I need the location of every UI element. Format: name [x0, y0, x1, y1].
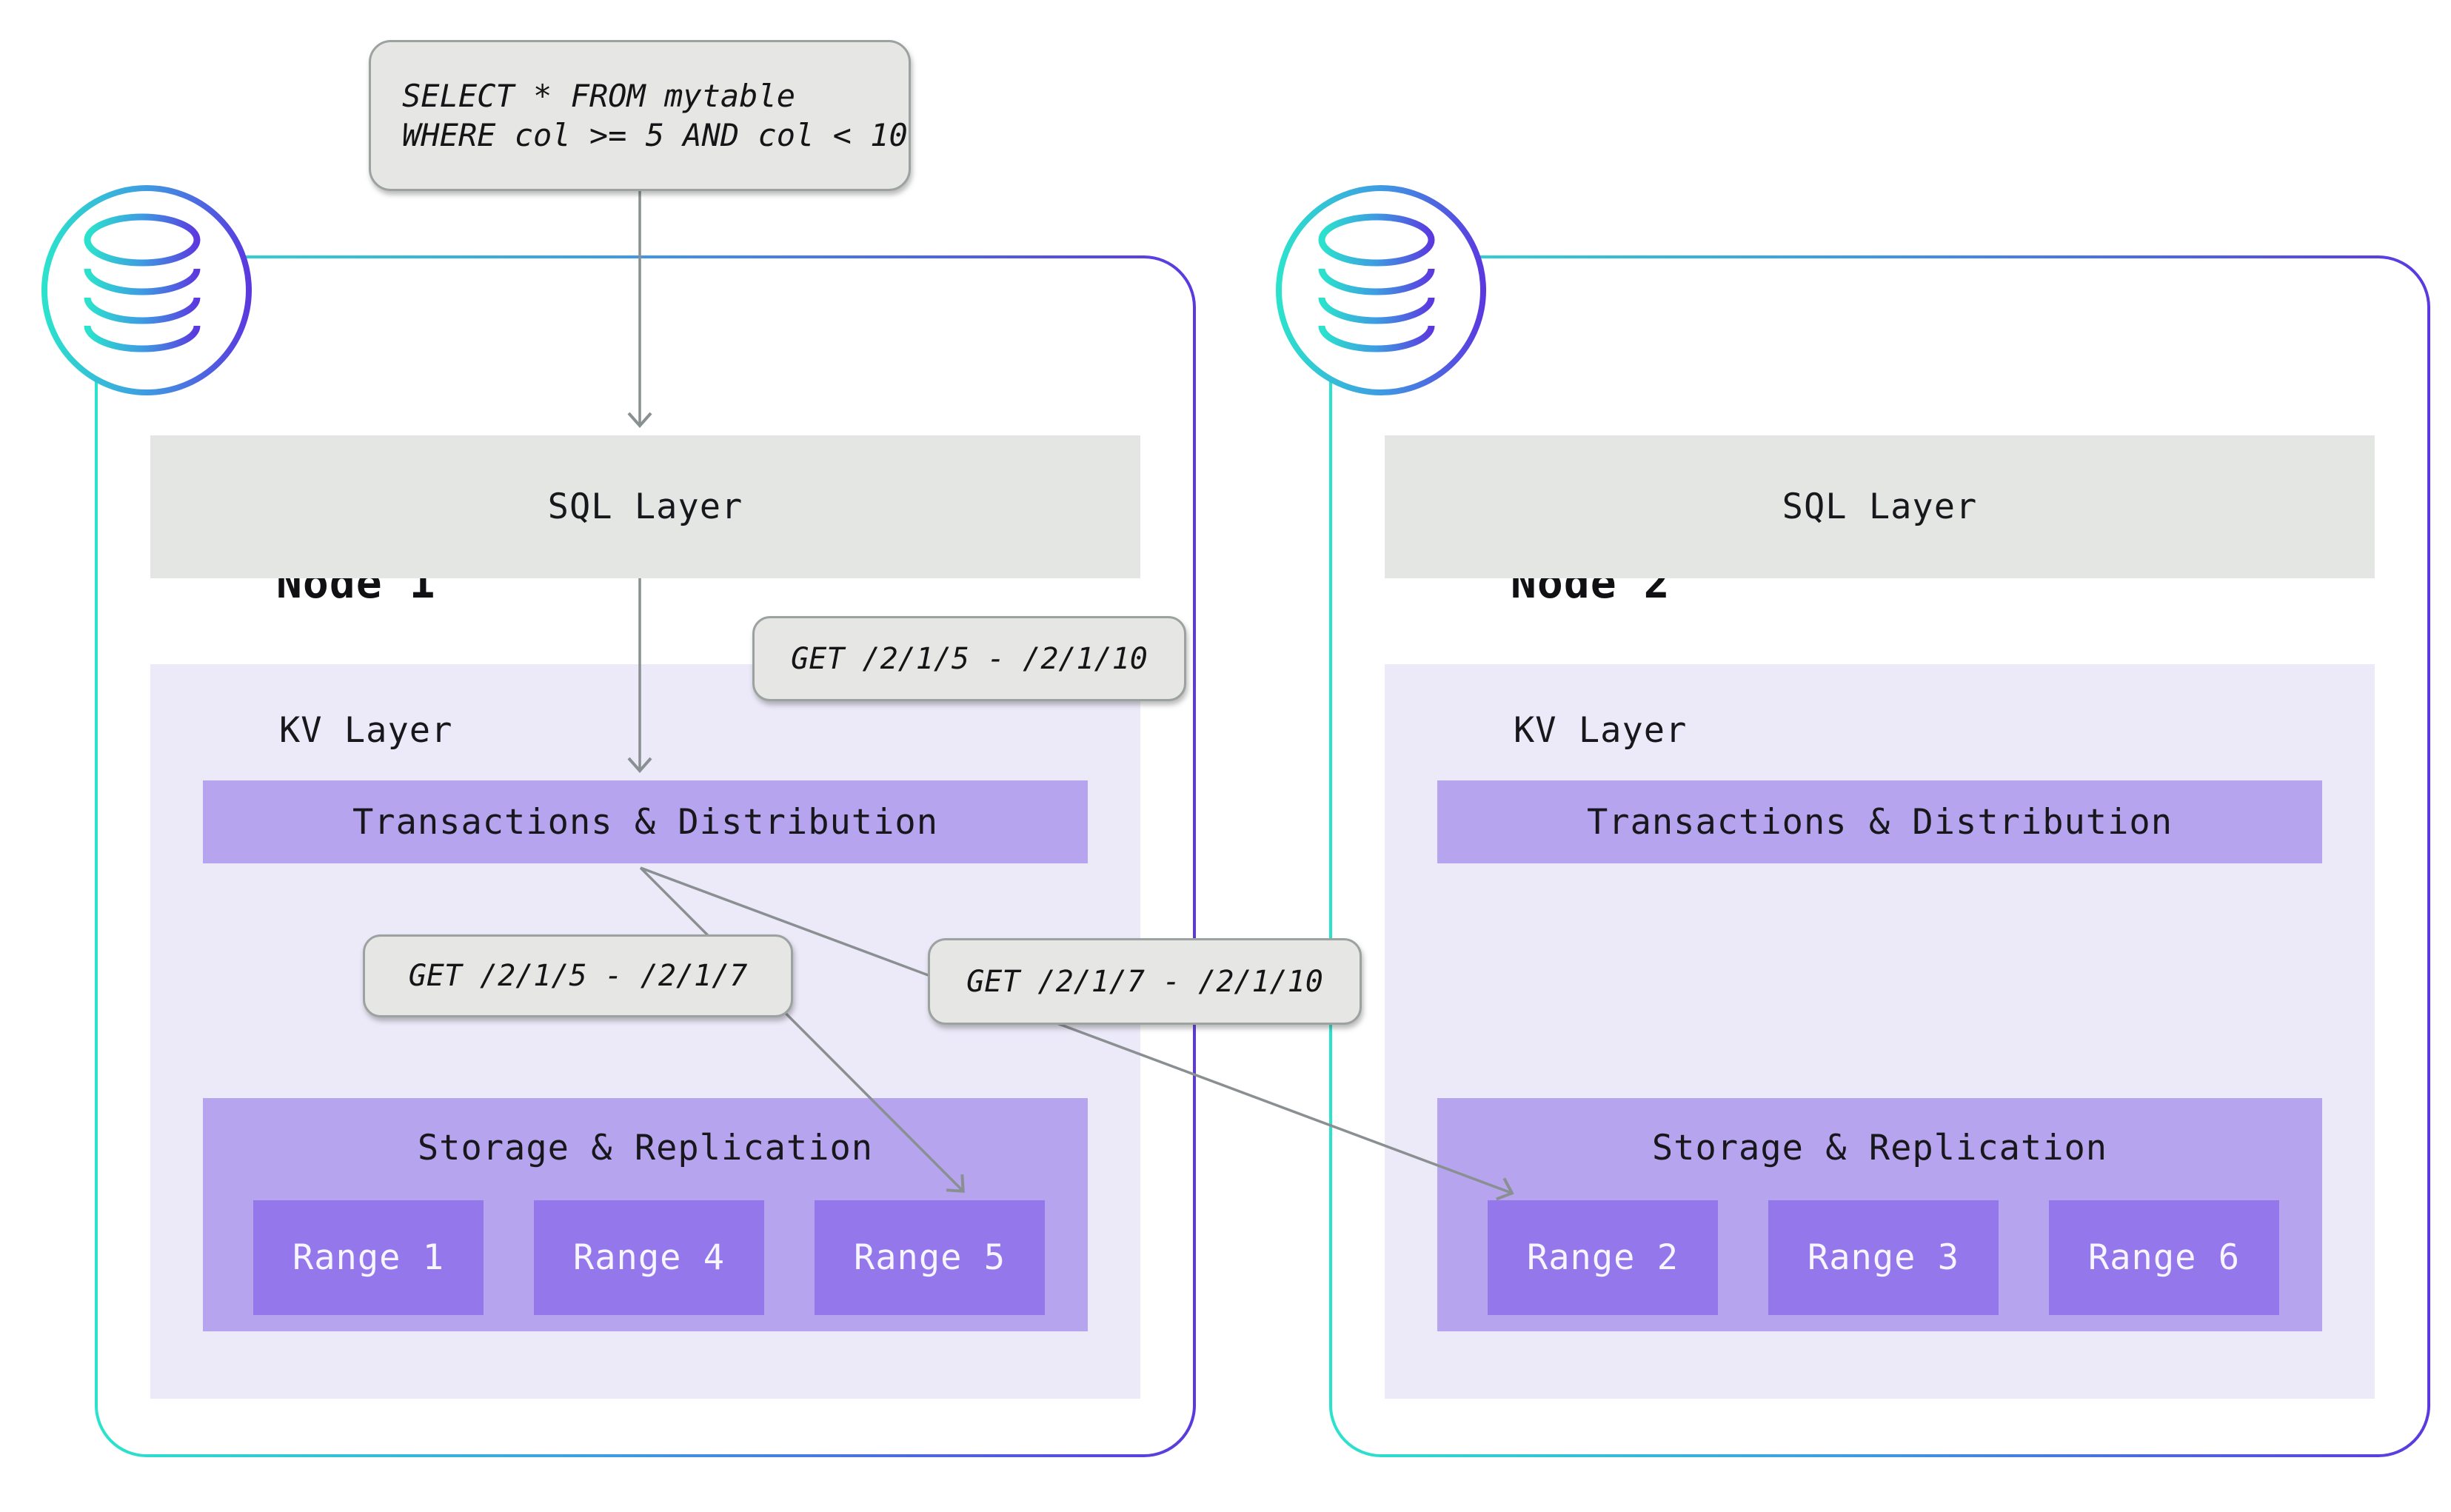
range-box: Range 3	[1768, 1200, 1999, 1315]
transactions-label: Transactions & Distribution	[1586, 801, 2173, 843]
get-request-full-label: GET /2/1/5 - /2/1/10	[752, 616, 1186, 701]
database-icon	[41, 185, 252, 395]
node-2-box: Node 2 SQL Layer KV Layer Transactions &…	[1276, 185, 2430, 1457]
node-1-box: Node 1 SQL Layer KV Layer Transactions &…	[41, 185, 1196, 1457]
node-1-storage-replication: Storage & Replication Range 1 Range 4 Ra…	[203, 1098, 1088, 1331]
range-box: Range 5	[815, 1200, 1045, 1315]
range-box: Range 1	[253, 1200, 484, 1315]
sql-query-line1: SELECT * FROM mytable	[402, 78, 796, 114]
sql-layer-label: SQL Layer	[1782, 486, 1978, 527]
range-box: Range 2	[1488, 1200, 1718, 1315]
kv-layer-label: KV Layer	[1514, 710, 1688, 751]
node-1-kv-layer: KV Layer Transactions & Distribution Sto…	[150, 664, 1140, 1399]
node-2-sql-layer: SQL Layer	[1385, 435, 2375, 578]
kv-layer-label: KV Layer	[279, 710, 453, 751]
storage-label: Storage & Replication	[417, 1128, 874, 1168]
get-request-remote-label: GET /2/1/7 - /2/1/10	[928, 938, 1362, 1025]
sql-query-label: SELECT * FROM mytable WHERE col >= 5 AND…	[369, 40, 911, 191]
storage-label: Storage & Replication	[1651, 1128, 2108, 1168]
get-request-local-label: GET /2/1/5 - /2/1/7	[363, 934, 793, 1017]
range-box: Range 4	[534, 1200, 764, 1315]
range-box: Range 6	[2049, 1200, 2279, 1315]
get-request-full-text: GET /2/1/5 - /2/1/10	[791, 641, 1148, 676]
sql-query-line2: WHERE col >= 5 AND col < 10	[402, 117, 908, 153]
get-request-remote-text: GET /2/1/7 - /2/1/10	[966, 964, 1323, 999]
node-2-transactions-distribution: Transactions & Distribution	[1437, 780, 2322, 863]
node-1-transactions-distribution: Transactions & Distribution	[203, 780, 1088, 863]
node-2-kv-layer: KV Layer Transactions & Distribution Sto…	[1385, 664, 2375, 1399]
get-request-local-text: GET /2/1/5 - /2/1/7	[408, 959, 748, 993]
database-icon	[1276, 185, 1486, 395]
sql-layer-label: SQL Layer	[547, 486, 743, 527]
transactions-label: Transactions & Distribution	[352, 801, 938, 843]
node-1-sql-layer: SQL Layer	[150, 435, 1140, 578]
node-2-storage-replication: Storage & Replication Range 2 Range 3 Ra…	[1437, 1098, 2322, 1331]
